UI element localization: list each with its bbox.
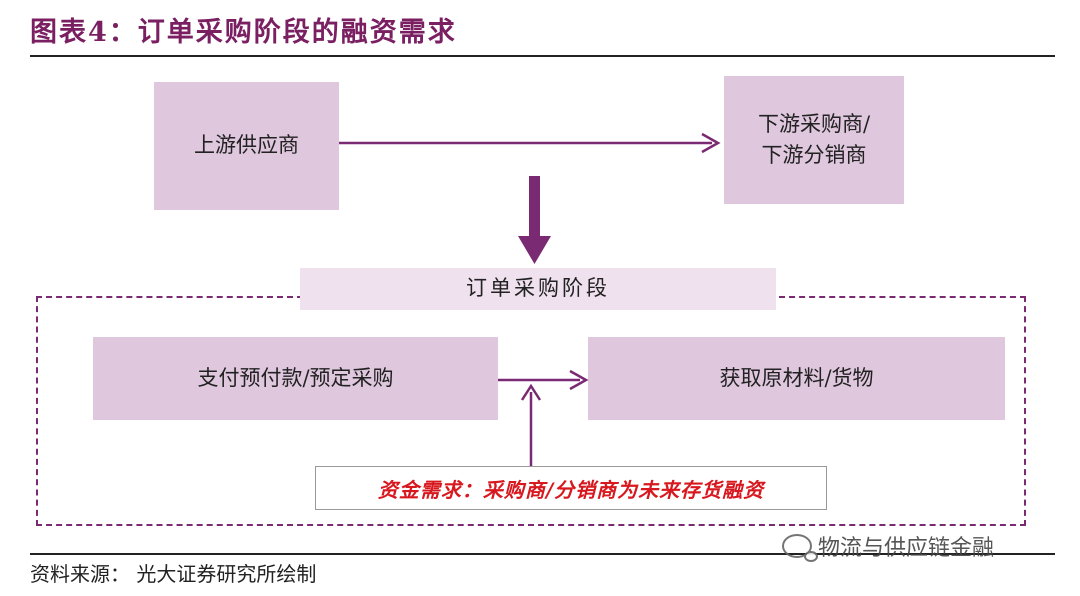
watermark: 物流与供应链金融 [782, 530, 994, 562]
prepayment-box: 支付预付款/预定采购 [93, 337, 498, 420]
arrow-down-head [518, 236, 551, 264]
figure-title: 图表4：订单采购阶段的融资需求 [30, 17, 457, 48]
wechat-icon [782, 534, 818, 562]
order-stage-header: 订单采购阶段 [300, 268, 776, 310]
upstream-supplier-box: 上游供应商 [154, 82, 339, 210]
source-note: 资料来源： 光大证券研究所绘制 [30, 562, 317, 586]
upstream-supplier-label: 上游供应商 [194, 133, 299, 158]
downstream-buyer-label: 下游采购商/ 下游分销商 [757, 111, 871, 168]
watermark-text: 物流与供应链金融 [818, 536, 995, 561]
downstream-buyer-box: 下游采购商/ 下游分销商 [724, 76, 904, 204]
order-stage-label: 订单采购阶段 [466, 276, 610, 301]
funding-demand-box: 资金需求：采购商/分销商为未来存货融资 [315, 466, 827, 510]
arrowhead-upstream-to-downstream [701, 132, 721, 154]
top-divider [30, 55, 1055, 57]
arrow-down-shaft [529, 176, 540, 236]
materials-box: 获取原材料/货物 [588, 337, 1005, 420]
bottom-divider [30, 553, 1055, 555]
materials-label: 获取原材料/货物 [719, 365, 874, 390]
arrowhead-prepay-to-materials [569, 369, 589, 391]
funding-demand-label: 资金需求：采购商/分销商为未来存货融资 [377, 477, 765, 502]
arrowhead-demand-up [520, 383, 542, 401]
prepayment-label: 支付预付款/预定采购 [197, 365, 394, 390]
